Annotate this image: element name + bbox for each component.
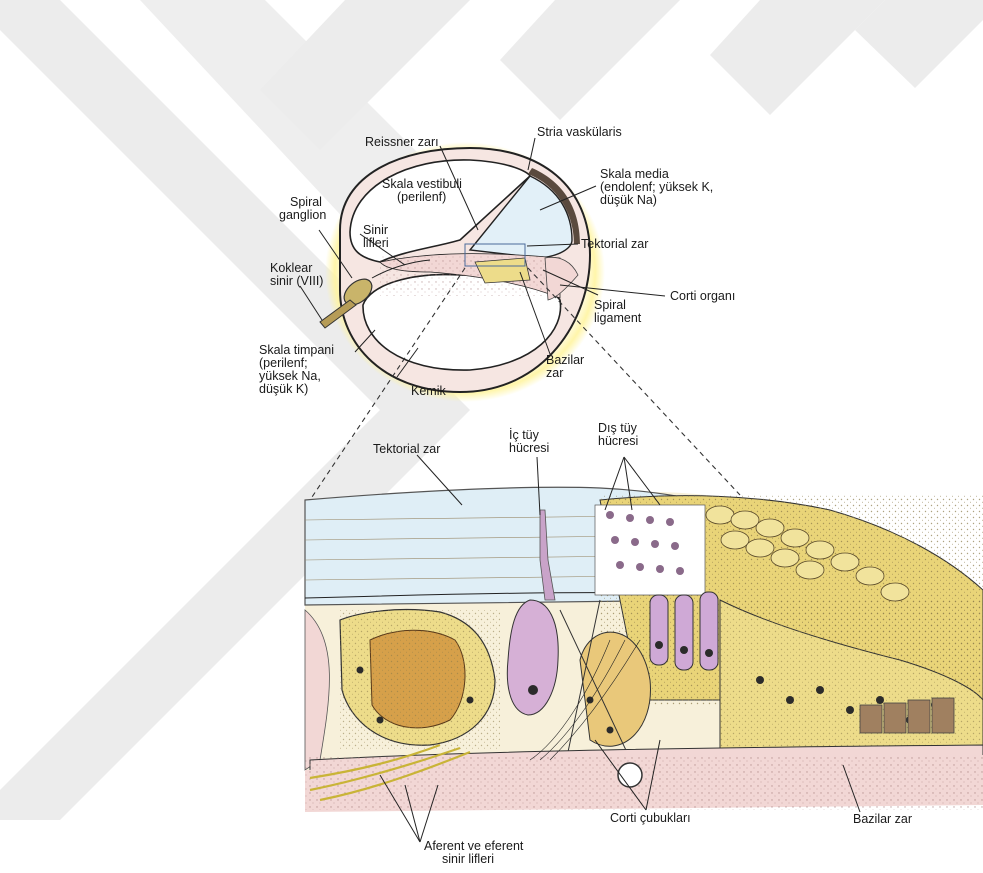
label-dis-tuy-hucresi: Dış tüy hücresi [598,421,640,448]
label-spiral-ligament-line-2: ligament [594,311,642,325]
label-skala-timpani: Skala timpani (perilenf; yüksek Na, düşü… [259,343,338,396]
label-skala-timpani-line-2: (perilenf; [259,356,308,370]
label-skala-vestibuli-line-2: (perilenf) [397,190,446,204]
label-ic-tuy-hucresi-line-1: İç tüy [509,428,540,442]
label-corti-organi: Corti organı [670,289,735,303]
label-afferent-eferent-line-1: Aferent ve eferent [424,839,524,853]
label-skala-media-line-2: (endolenf; yüksek K, [600,180,713,194]
label-skala-timpani-line-3: yüksek Na, [259,369,321,383]
label-spiral-ganglion-line-2: ganglion [279,208,326,222]
label-spiral-ligament: Spiral ligament [594,298,642,325]
label-skala-timpani-line-4: düşük K) [259,382,308,396]
label-skala-media: Skala media (endolenf; yüksek K, düşük N… [600,167,717,207]
label-reissner-zari: Reissner zarı [365,135,439,149]
label-skala-timpani-line-1: Skala timpani [259,343,334,357]
label-sinir-lifleri-line-2: lifleri [363,236,389,250]
label-kemik: Kemik [411,384,446,398]
label-skala-media-line-3: düşük Na) [600,193,657,207]
label-skala-media-line-1: Skala media [600,167,669,181]
label-ic-tuy-hucresi: İç tüy hücresi [509,428,549,455]
label-dis-tuy-hucresi-line-1: Dış tüy [598,421,638,435]
label-skala-vestibuli-line-1: Skala vestibuli [382,177,462,191]
label-sinir-lifleri: Sinir lifleri [363,223,392,250]
label-spiral-ligament-line-1: Spiral [594,298,626,312]
label-koklear-sinir-line-2: sinir (VIII) [270,274,323,288]
label-bazilar-zar-top: Bazilar zar [546,353,588,380]
label-spiral-ganglion: Spiral ganglion [279,195,326,222]
label-sinir-lifleri-line-1: Sinir [363,223,388,237]
label-tektorial-zar-top: Tektorial zar [581,237,648,251]
label-dis-tuy-hucresi-line-2: hücresi [598,434,638,448]
label-tektorial-zar-detail: Tektorial zar [373,442,440,456]
label-koklear-sinir-line-1: Koklear [270,261,312,275]
label-corti-cubuklari: Corti çubukları [610,811,691,825]
label-ic-tuy-hucresi-line-2: hücresi [509,441,549,455]
label-bazilar-zar-top-line-1: Bazilar [546,353,584,367]
label-koklear-sinir: Koklear sinir (VIII) [270,261,323,288]
label-stria-vaskularis: Stria vaskülaris [537,125,622,139]
label-afferent-eferent: Aferent ve eferent sinir lifleri [424,839,527,866]
label-spiral-ganglion-line-1: Spiral [290,195,322,209]
label-afferent-eferent-line-2: sinir lifleri [442,852,494,866]
label-bazilar-zar-top-line-2: zar [546,366,563,380]
label-bazilar-zar-detail: Bazilar zar [853,812,912,826]
